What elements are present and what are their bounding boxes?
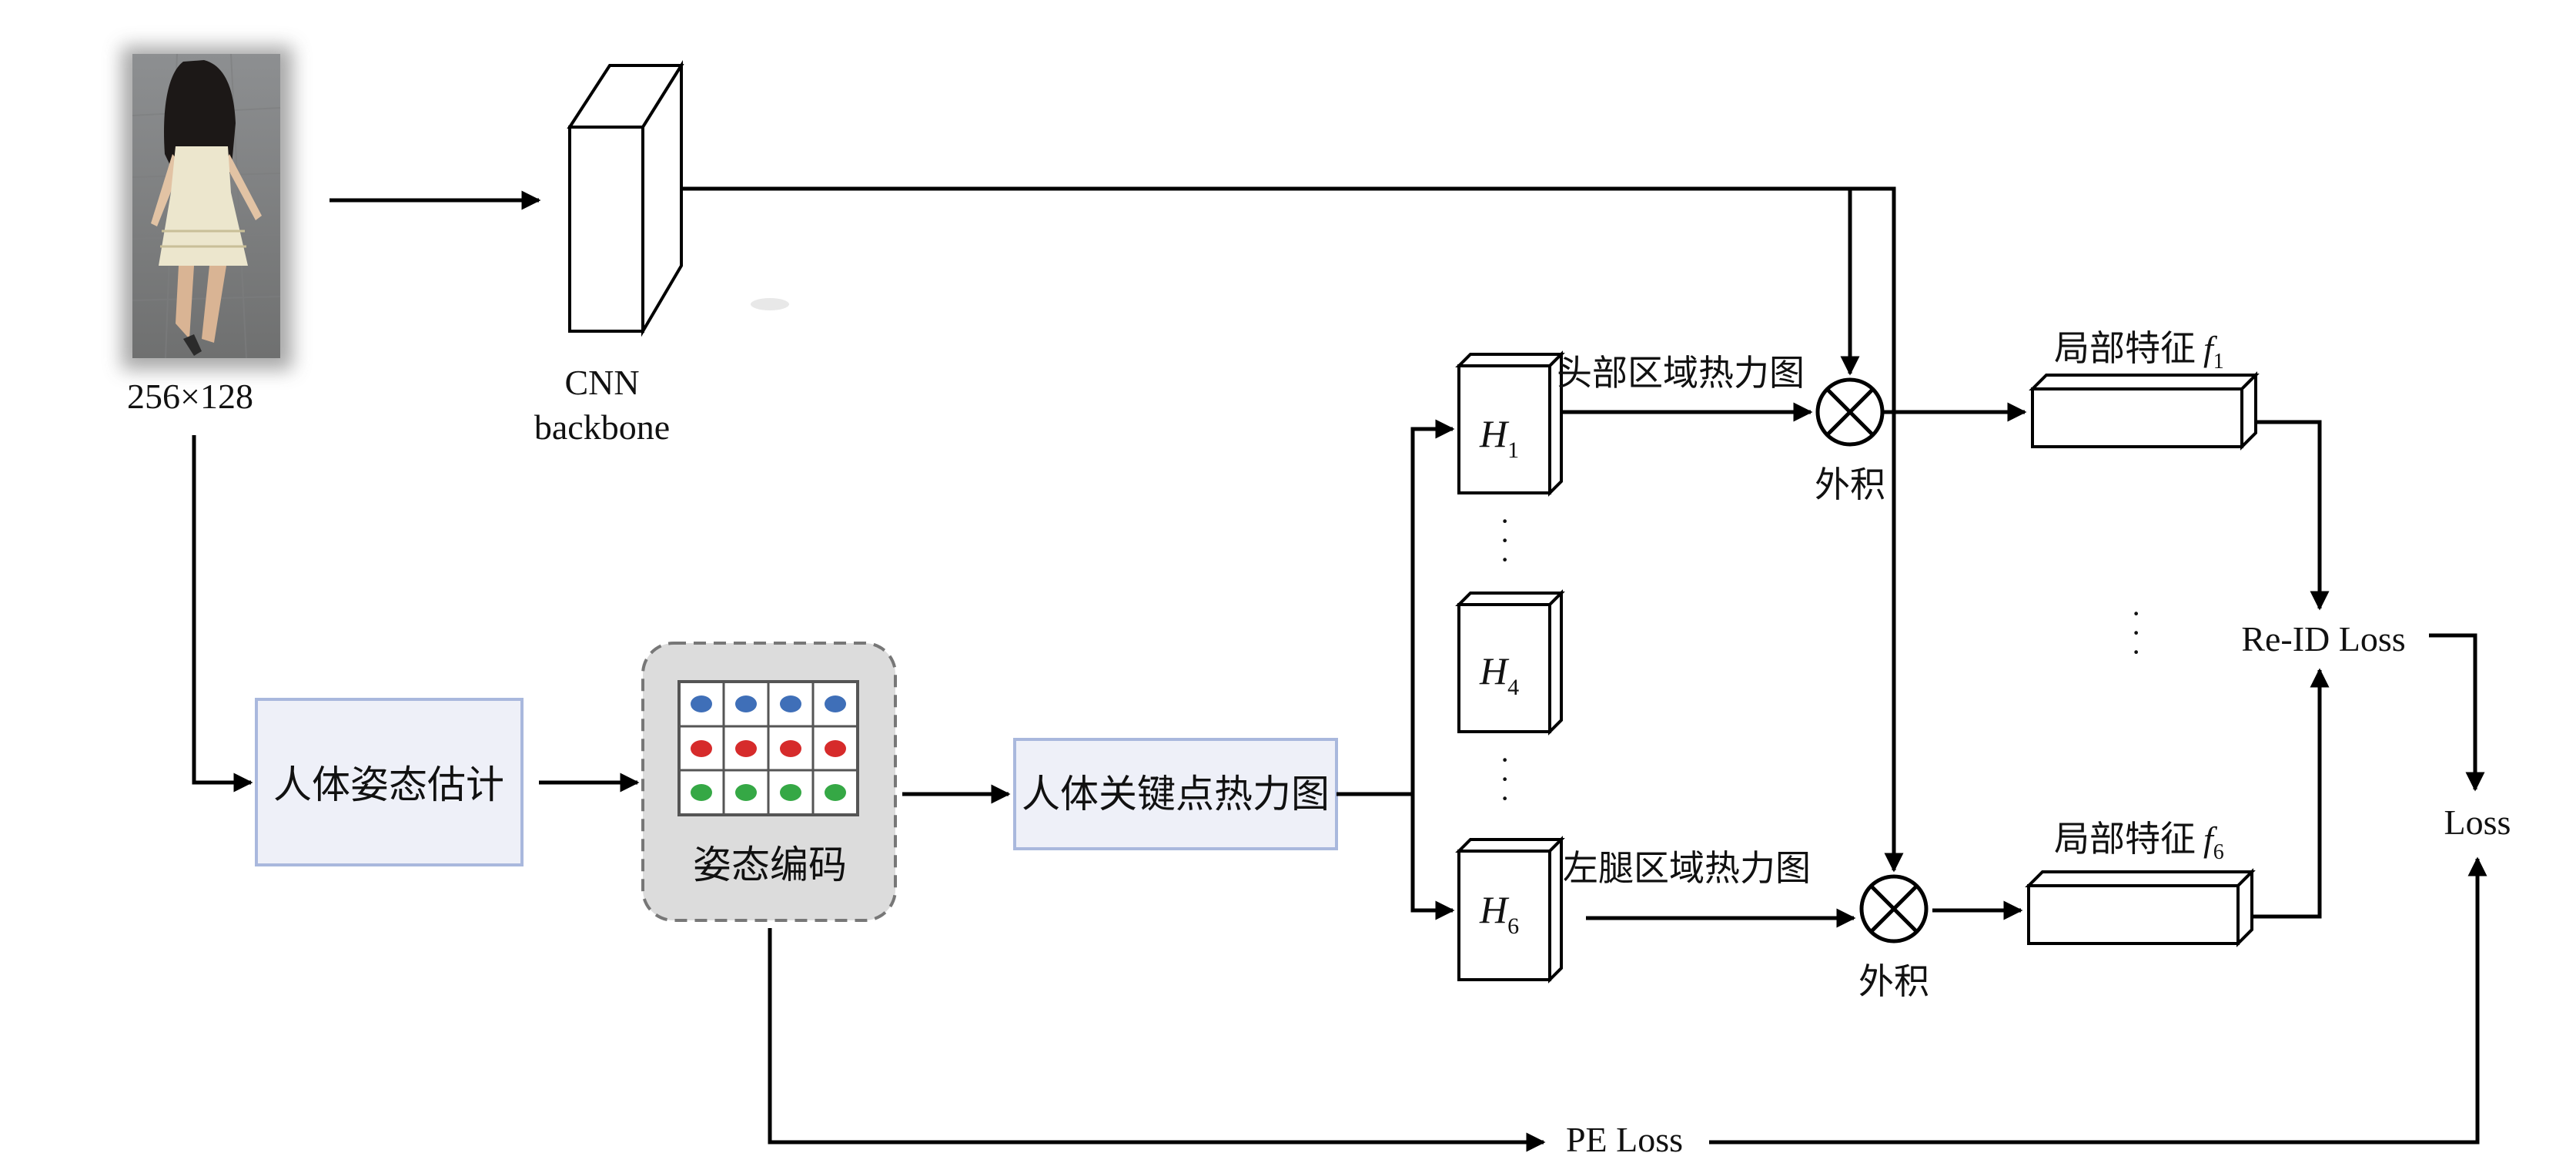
svg-text:·: ·: [1500, 781, 1510, 816]
keypoint-heatmap-label: 人体关键点热力图: [1022, 773, 1330, 816]
outer-product-node-top: [1815, 377, 1885, 447]
pose-estimation-label: 人体姿态估计: [273, 763, 504, 806]
svg-text:·: ·: [2131, 596, 2141, 631]
head-region-label: 头部区域热力图: [1557, 354, 1805, 393]
pe-loss-label: PE Loss: [1566, 1120, 1683, 1159]
svg-text:·: ·: [2131, 615, 2141, 650]
heatmap-block-h4: [1455, 589, 1565, 736]
cnn-label-line2: backbone: [534, 407, 670, 447]
connectors: [192, 186, 2487, 1152]
heatmap-h4-label: H4: [1479, 649, 1519, 700]
local-feature-f1-block: [2029, 371, 2260, 451]
input-person-image: [122, 46, 293, 370]
pose-encoding-box: [641, 642, 897, 922]
encoding-grid-dots: [691, 695, 846, 801]
svg-text:·: ·: [2131, 635, 2141, 669]
input-size-label: 256×128: [127, 377, 253, 416]
svg-text:·: ·: [1500, 742, 1510, 777]
svg-text:·: ·: [1500, 504, 1510, 538]
svg-text:·: ·: [1500, 523, 1510, 558]
svg-text:·: ·: [1500, 762, 1510, 796]
outer-product-label-bottom: 外积: [1858, 962, 1929, 1001]
heatmap-block-h1: [1455, 350, 1565, 497]
heatmap-block-h6: [1455, 836, 1565, 984]
svg-text:·: ·: [1500, 542, 1510, 577]
total-loss-label: Loss: [2444, 803, 2511, 842]
reid-loss-label: Re-ID Loss: [2241, 619, 2405, 659]
outer-product-node-bottom: [1859, 874, 1929, 943]
heatmap-ellipsis-upper: · · ·: [1500, 504, 1510, 577]
cnn-backbone-block: [567, 60, 789, 337]
cnn-label-line1: CNN: [564, 363, 639, 402]
leg-region-label: 左腿区域热力图: [1563, 849, 1811, 888]
local-feature-ellipsis: · · ·: [2131, 596, 2141, 669]
pose-estimation-box: [255, 698, 524, 866]
pose-encoding-label: 姿态编码: [693, 843, 847, 886]
local-feature-f6-block: [2025, 868, 2256, 947]
keypoint-heatmap-box: [1013, 738, 1338, 850]
outer-product-label-top: 外积: [1815, 465, 1885, 504]
heatmap-h1-label: H1: [1479, 412, 1519, 463]
heatmap-ellipsis-lower: · · ·: [1500, 742, 1510, 816]
heatmap-h6-label: H6: [1479, 888, 1519, 939]
